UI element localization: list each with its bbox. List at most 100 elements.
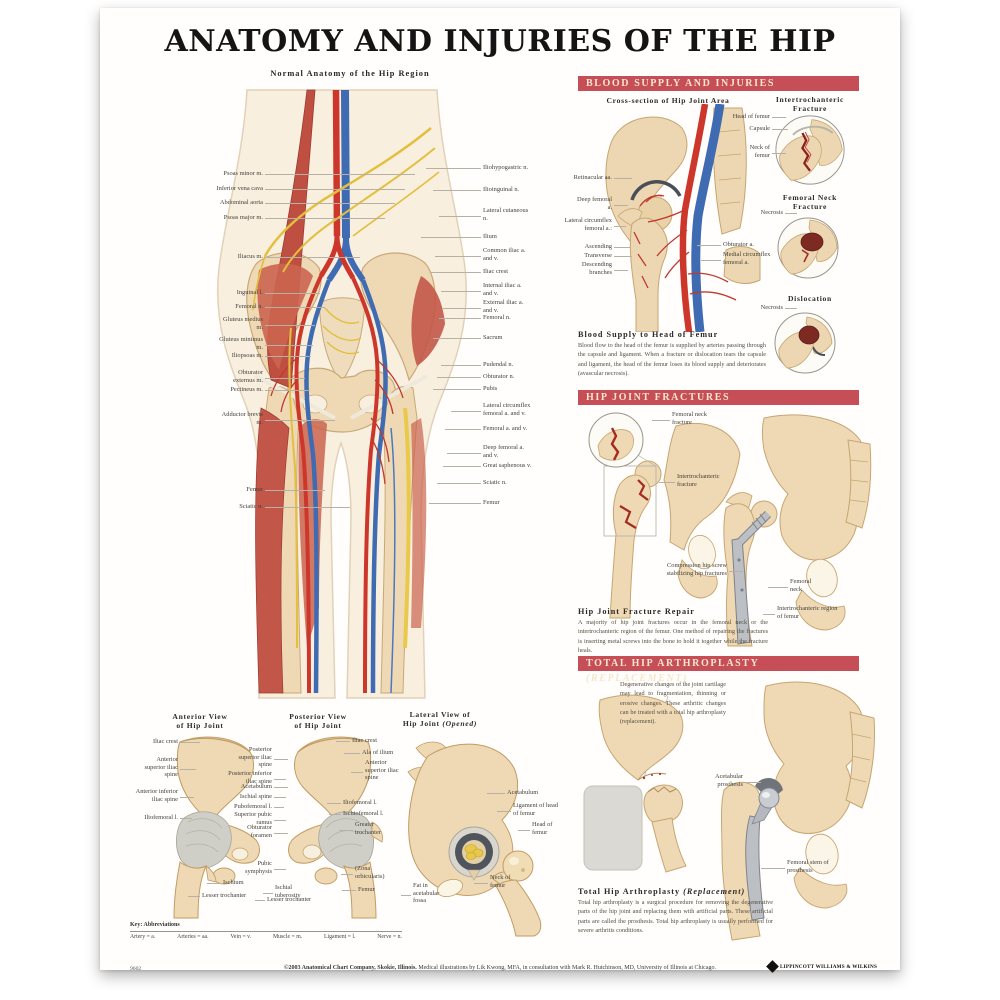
anatomy-label: Transverse <box>584 252 632 259</box>
anatomy-label: Greater trochanter <box>339 821 395 836</box>
anatomy-label: Necrosis <box>760 209 798 216</box>
anatomy-label: Pubis <box>432 385 498 392</box>
anatomy-label: Iliopsoas m. <box>231 352 312 359</box>
anatomy-label: Psoas major m. <box>223 214 386 221</box>
anatomy-label: Lateral circumflex femoral a. and v. <box>451 402 545 417</box>
inset-title-intertrochanteric: Intertrochanteric Fracture <box>748 95 872 114</box>
anatomy-label: Iliacus m. <box>237 253 361 260</box>
anatomy-label: Pudendal n. <box>440 361 514 368</box>
inset-title-line: Fracture <box>792 202 828 212</box>
key-item: Muscle = m. <box>272 934 303 940</box>
anatomy-label: Gluteus minimus m. <box>217 336 313 351</box>
anatomy-label: Fat in acetabular fossa <box>401 882 453 905</box>
banner-text: TOTAL HIP ARTHROPLASTY <box>586 658 760 669</box>
anatomy-label: Ascending <box>584 243 631 250</box>
key-item: Artery = a. <box>130 934 156 940</box>
main-figure-heading: Normal Anatomy of the Hip Region <box>270 69 430 78</box>
anatomy-label: Femoral neck fracture <box>652 411 718 426</box>
inset-title-line: Femoral Neck <box>782 193 838 202</box>
arthroplasty-text-heading: Total Hip Arthroplasty (Replacement) <box>578 887 745 896</box>
anatomy-label: Deep femoral a. and v. <box>447 444 533 459</box>
key-item: Arteries = aa. <box>177 934 209 940</box>
anatomy-label: Femoral n. <box>235 303 325 310</box>
anatomy-label: Ischium <box>207 879 244 886</box>
anatomy-label: Iliohypogastric n. <box>425 164 529 171</box>
anatomy-label: Ilioinguinal n. <box>432 186 520 193</box>
arthroplasty-text-body: Total hip arthroplasty is a surgical pro… <box>578 899 773 934</box>
view-heading-line: of Hip Joint <box>176 721 224 731</box>
inset-title-dislocation: Dislocation <box>788 294 832 303</box>
anatomy-label: Obturator a. <box>697 241 754 248</box>
anatomy-label: Obturator n. <box>436 373 515 380</box>
anatomy-label: Great saphenous v. <box>442 462 532 469</box>
anatomy-label: Neck of femur <box>474 874 526 889</box>
anatomy-label: Descending branches <box>566 261 628 276</box>
anatomy-label: Capsule <box>749 125 788 132</box>
publisher-name: Lippincott Williams & Wilkins <box>780 963 878 970</box>
anatomy-label: Superior pubic ramus <box>228 811 286 826</box>
anatomy-label: Iliac crest <box>152 738 201 745</box>
anatomy-label: Acetabulum <box>486 789 539 796</box>
inset-title-line: Intertrochanteric <box>775 95 845 104</box>
anatomy-label: Ilium <box>421 233 497 240</box>
anatomy-label: Femoral a. and v. <box>444 425 528 432</box>
femoral-neck-fracture-inset <box>777 217 839 279</box>
main-anatomy-illustration <box>216 89 468 699</box>
hip-cross-section-illustration <box>605 104 761 332</box>
anatomy-label: (Zona orbicularis) <box>341 865 395 880</box>
anterior-hip-view-illustration <box>173 736 260 919</box>
view-heading-line: Posterior View <box>289 712 347 721</box>
anatomy-label: Intertrochanteric region of femur <box>763 605 843 620</box>
inset-title-line: Fracture <box>792 104 828 114</box>
key-abbreviations: Artery = a. Arteries = aa. Vein = v. Mus… <box>130 931 402 940</box>
key-item: Ligament = l. <box>323 934 356 940</box>
anatomy-label: Lesser trochanter <box>187 892 247 899</box>
anatomy-label: Ischial spine <box>239 793 287 800</box>
intertrochanteric-fracture-inset <box>775 115 845 185</box>
hip-prosthesis-illustration <box>721 681 875 941</box>
anatomy-label: Femoral neck <box>768 578 824 593</box>
anatomy-label: Intertrochanteric fracture <box>659 473 739 488</box>
hip-fracture-illustration <box>588 412 741 619</box>
key-item: Nerve = n. <box>377 934 402 940</box>
anatomy-label: Ala of ilium <box>343 749 394 756</box>
anatomy-label: Posterior inferior iliac spine <box>228 770 286 785</box>
posterior-view-heading: Posterior View of Hip Joint <box>258 712 378 731</box>
anatomy-label: Ligament of head of femur <box>497 802 561 817</box>
anatomy-label: Gluteus medius m. <box>217 316 315 331</box>
anatomy-label: Medial circumflex femoral a. <box>701 251 783 266</box>
inset-title-femoral-neck: Femoral Neck Fracture <box>748 193 872 212</box>
section-banner-hip-fractures: HIP JOINT FRACTURES <box>578 390 859 405</box>
anatomy-label: Abdominal aorta <box>219 199 396 206</box>
section-banner-arthroplasty: TOTAL HIP ARTHROPLASTY (REPLACEMENT) <box>578 656 859 684</box>
anatomy-label: Deep femoral a. <box>572 196 628 211</box>
copyright-rest: Medical illustrations by Lik Kwong, MFA,… <box>416 965 717 971</box>
anatomy-label: Ischiofemoral l. <box>328 810 384 817</box>
anatomy-label: Ischial tuberosity <box>263 884 319 899</box>
anatomy-label: Head of femur <box>518 821 568 836</box>
banner-text-italic: (REPLACEMENT) <box>586 673 688 684</box>
heading-text: Total Hip Arthroplasty <box>578 887 684 896</box>
anatomy-label: Lesser trochanter <box>255 896 315 904</box>
view-heading-line: Anterior View <box>172 712 228 721</box>
blood-supply-text-body: Blood flow to the head of the femur is s… <box>578 342 766 377</box>
anatomy-label: Femur <box>246 486 324 493</box>
anatomy-label: Anterior superior iliac spine <box>134 756 196 779</box>
lateral-hip-view-illustration <box>407 741 542 937</box>
anatomy-label: External iliac a. and v. <box>443 299 529 314</box>
anatomy-label: Head of femur <box>732 113 787 120</box>
section-banner-blood-supply: BLOOD SUPPLY AND INJURIES <box>578 76 859 91</box>
view-heading-line: Hip Joint (Opened) <box>380 719 500 728</box>
fracture-repair-text-heading: Hip Joint Fracture Repair <box>578 607 695 616</box>
anatomy-label: Sacrum <box>434 334 503 341</box>
anatomy-label: Retinacular aa. <box>573 174 633 181</box>
anatomy-label: Internal iliac a. and v. <box>441 282 529 297</box>
lateral-view-heading: Lateral View of Hip Joint (Opened) <box>380 710 500 729</box>
anatomy-label: Pubofemoral l. <box>234 803 284 810</box>
anatomy-label: Iliofemoral l. <box>327 799 377 806</box>
anatomy-label: Femur <box>342 886 375 893</box>
anatomy-label: Anterior inferior iliac spine <box>135 788 194 803</box>
anatomy-label: Pectineus m. <box>230 386 310 393</box>
heading-text-italic: (Replacement) <box>683 887 746 896</box>
